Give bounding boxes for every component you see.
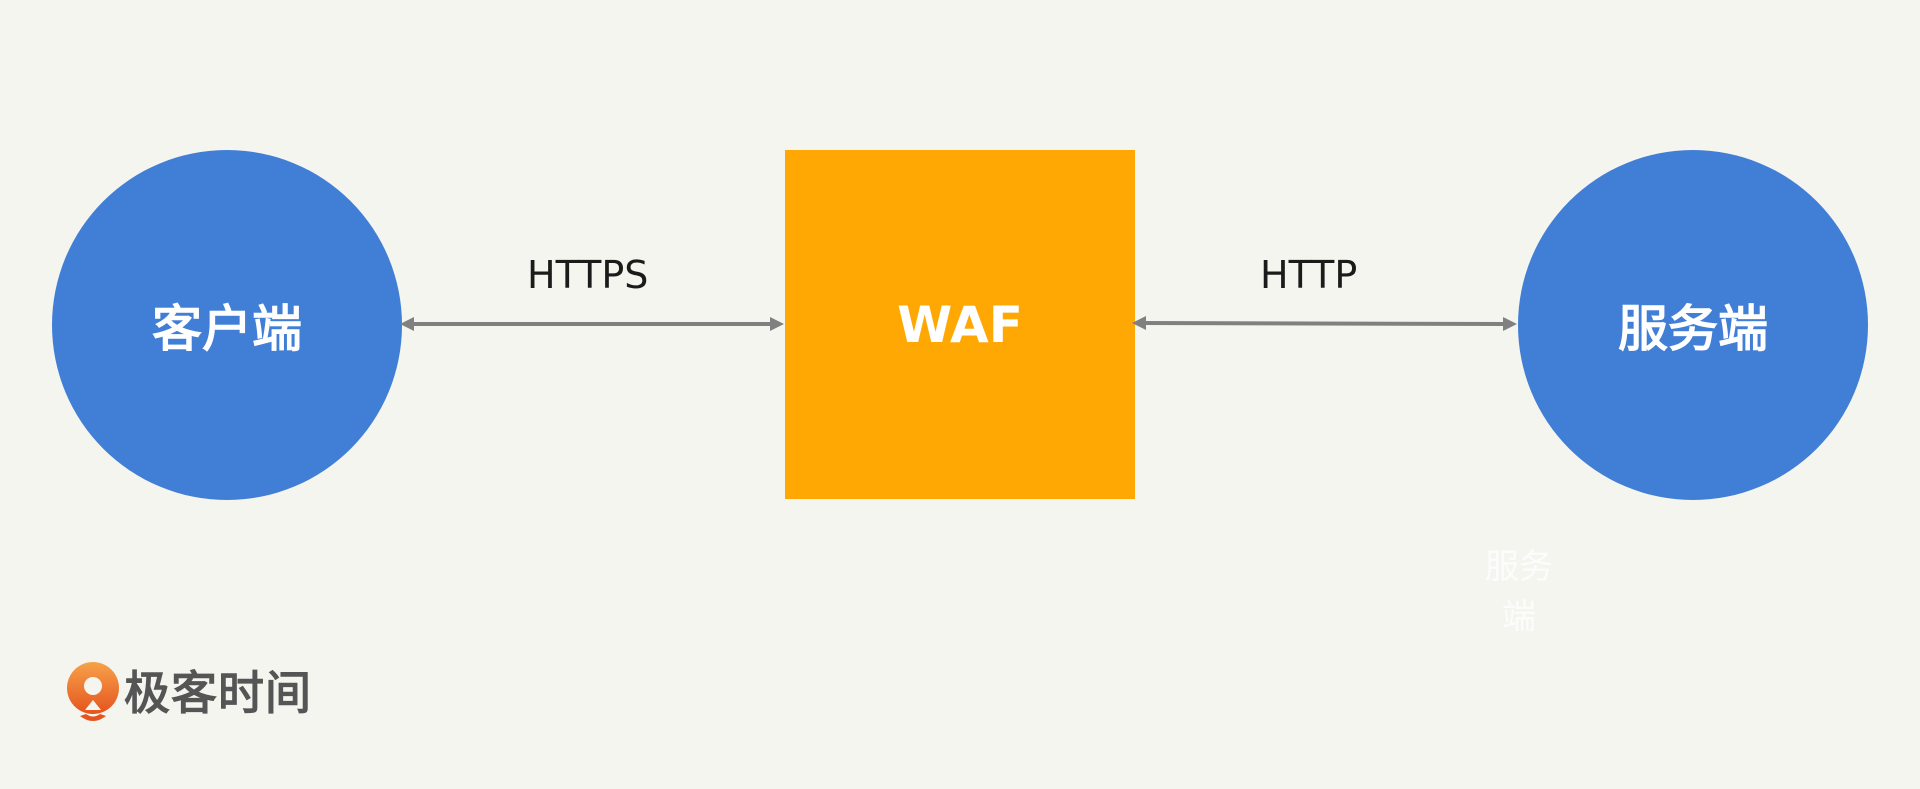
brand-name: 极客时间 <box>124 666 312 720</box>
waf-node-label: WAF <box>897 295 1023 354</box>
https-arrow <box>400 317 784 331</box>
waf-node: WAF <box>785 150 1135 499</box>
client-node: 客户端 <box>52 150 402 500</box>
client-node-label: 客户端 <box>152 300 302 358</box>
http-edge-label: HTTP <box>1260 253 1358 297</box>
faint-server-label: 服务端 <box>1485 547 1553 637</box>
https-edge-label: HTTPS <box>527 253 649 297</box>
server-node: 服务端 <box>1518 150 1868 500</box>
brand-watermark: 极客时间 <box>66 662 312 724</box>
geektime-logo-icon <box>67 662 119 721</box>
server-node-label: 服务端 <box>1618 300 1768 358</box>
http-arrow <box>1132 316 1517 331</box>
